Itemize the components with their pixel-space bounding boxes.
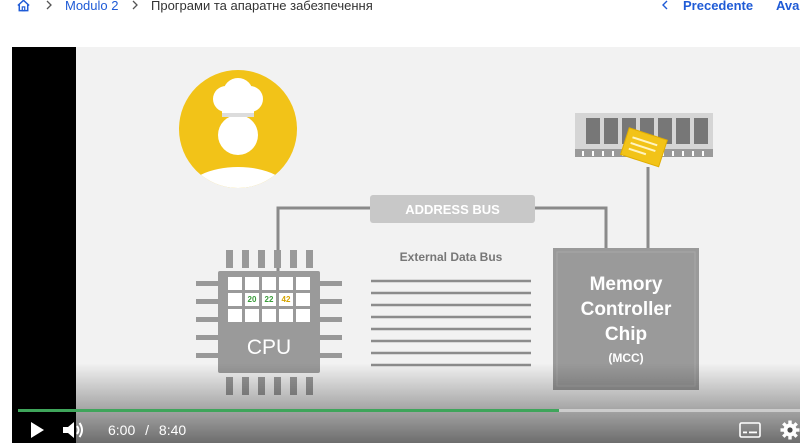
top-navigation: Modulo 2 Програми та апаратне забезпечен… (0, 0, 800, 16)
time-separator: / (145, 422, 150, 438)
captions-icon[interactable] (739, 422, 761, 438)
mcc-label: Memory Controller Chip (MCC) (553, 272, 699, 369)
progress-fill (18, 409, 560, 412)
current-time: 6:00 (108, 422, 136, 438)
previous-button[interactable]: Precedente (683, 0, 754, 13)
register-value-1: 20 (247, 295, 257, 304)
mcc-label-line2: Controller (580, 299, 672, 320)
breadcrumb-current-page: Програми та апаратне забезпечення (151, 0, 373, 13)
next-button[interactable]: Avanti (776, 0, 800, 13)
time-display: 6:00 / 8:40 (108, 422, 186, 438)
mcc-label-line1: Memory (589, 274, 663, 295)
breadcrumb-module-link[interactable]: Modulo 2 (65, 0, 119, 13)
controls-gradient (12, 363, 800, 443)
chevron-right-icon (46, 0, 52, 10)
progress-bar[interactable] (18, 409, 800, 412)
duration: 8:40 (158, 422, 187, 438)
chevron-left-icon[interactable] (660, 0, 670, 10)
play-icon[interactable] (29, 421, 45, 439)
mcc-label-line3: Chip (604, 324, 648, 345)
mcc-abbreviation: (MCC) (608, 351, 644, 365)
register-value-3: 42 (281, 295, 291, 304)
cpu-label: CPU (246, 336, 292, 359)
chef-avatar (179, 70, 297, 188)
chevron-right-icon (132, 0, 138, 10)
address-bus-label: ADDRESS BUS (405, 202, 500, 217)
register-value-2: 22 (264, 295, 274, 304)
address-bus-box (370, 195, 535, 223)
settings-gear-icon[interactable] (780, 420, 800, 440)
ram-module (575, 113, 713, 168)
video-player[interactable]: ADDRESS BUS External Data Bus 20 22 42 C… (12, 47, 800, 443)
external-data-bus-label: External Data Bus (399, 250, 503, 264)
external-data-bus-lines (371, 279, 531, 367)
cpu-chip (196, 250, 342, 395)
volume-icon[interactable] (61, 420, 85, 440)
home-icon[interactable] (16, 0, 31, 13)
